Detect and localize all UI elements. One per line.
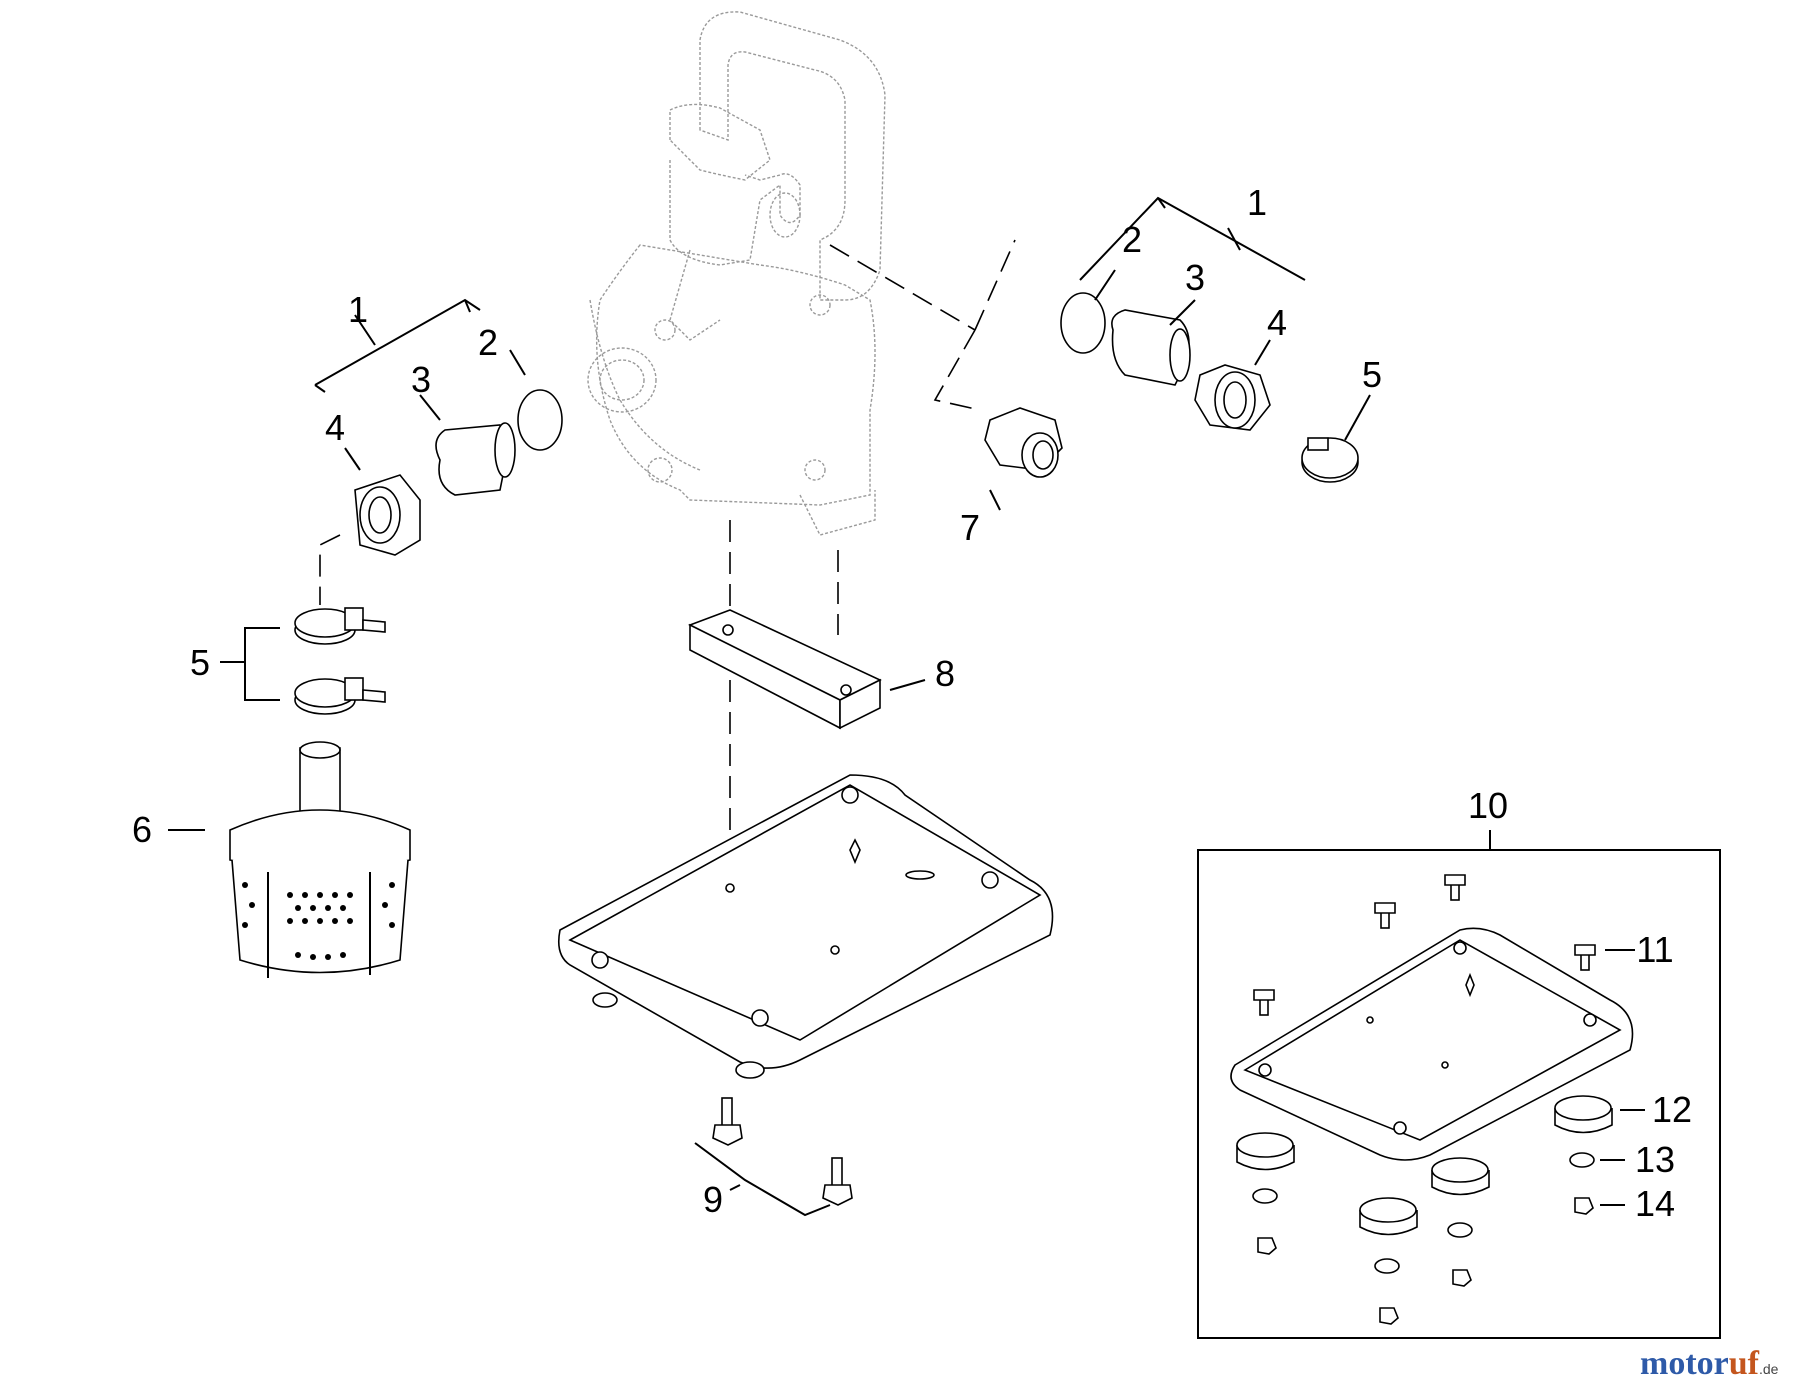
left-nut — [354, 474, 421, 556]
watermark-part1: motor — [1640, 1345, 1729, 1382]
label-strainer: 6 — [132, 809, 152, 850]
label-kit-nut: 14 — [1635, 1183, 1675, 1224]
left-hose-fitting — [435, 422, 516, 496]
right-hose-fitting — [1111, 309, 1191, 386]
label-left-gasket: 2 — [478, 322, 498, 363]
label-left-hose-fitting: 3 — [411, 359, 431, 400]
alignment-line — [829, 244, 976, 331]
left-hose-clamp-upper — [294, 607, 386, 645]
base-plate — [557, 774, 1054, 1079]
kit-washers — [1252, 1152, 1595, 1274]
left-gasket — [517, 389, 563, 451]
alignment-line — [974, 239, 1016, 331]
pump-body — [587, 11, 886, 536]
strainer — [229, 741, 411, 978]
label-right-nut: 4 — [1267, 302, 1287, 343]
label-left-nut: 4 — [325, 407, 345, 448]
kit-nuts — [1257, 1197, 1594, 1325]
label-right-assembly: 1 — [1247, 182, 1267, 223]
right-gasket — [1060, 292, 1106, 354]
watermark-part2: uf — [1729, 1345, 1760, 1382]
spacer-block — [688, 609, 882, 730]
base-kit-box — [1197, 849, 1721, 1339]
alignment-line — [319, 534, 341, 605]
label-left-clamps: 5 — [190, 642, 210, 683]
label-kit-bolt: 11 — [1636, 929, 1673, 970]
label-spacer: 8 — [935, 653, 955, 694]
watermark-suffix: .de — [1759, 1361, 1779, 1377]
alignment-line — [933, 329, 981, 411]
bolt — [822, 1157, 853, 1206]
label-right-gasket: 2 — [1122, 219, 1142, 260]
label-right-clamp: 5 — [1362, 354, 1382, 395]
right-hose-clamp — [1301, 437, 1359, 483]
label-kit-mount: 12 — [1652, 1089, 1692, 1130]
watermark-logo: motoruf.de — [1640, 1345, 1779, 1382]
label-check-valve: 7 — [960, 507, 980, 548]
right-nut — [1194, 364, 1271, 431]
check-valve — [984, 407, 1063, 478]
kit-bolts — [1253, 874, 1596, 1016]
leader-lines — [168, 196, 1645, 1217]
label-bolts: 9 — [703, 1179, 723, 1220]
kit-mounts — [1236, 1095, 1613, 1236]
left-hose-clamp-lower — [294, 677, 386, 715]
label-base-kit: 10 — [1468, 785, 1508, 826]
bolt — [712, 1097, 743, 1146]
kit-base-plate — [1230, 927, 1634, 1161]
svg-text:motoruf.de: motoruf.de — [1640, 1345, 1779, 1382]
label-left-assembly: 1 — [348, 289, 368, 330]
label-right-hose-fitting: 3 — [1185, 257, 1205, 298]
label-kit-washer: 13 — [1635, 1139, 1675, 1180]
